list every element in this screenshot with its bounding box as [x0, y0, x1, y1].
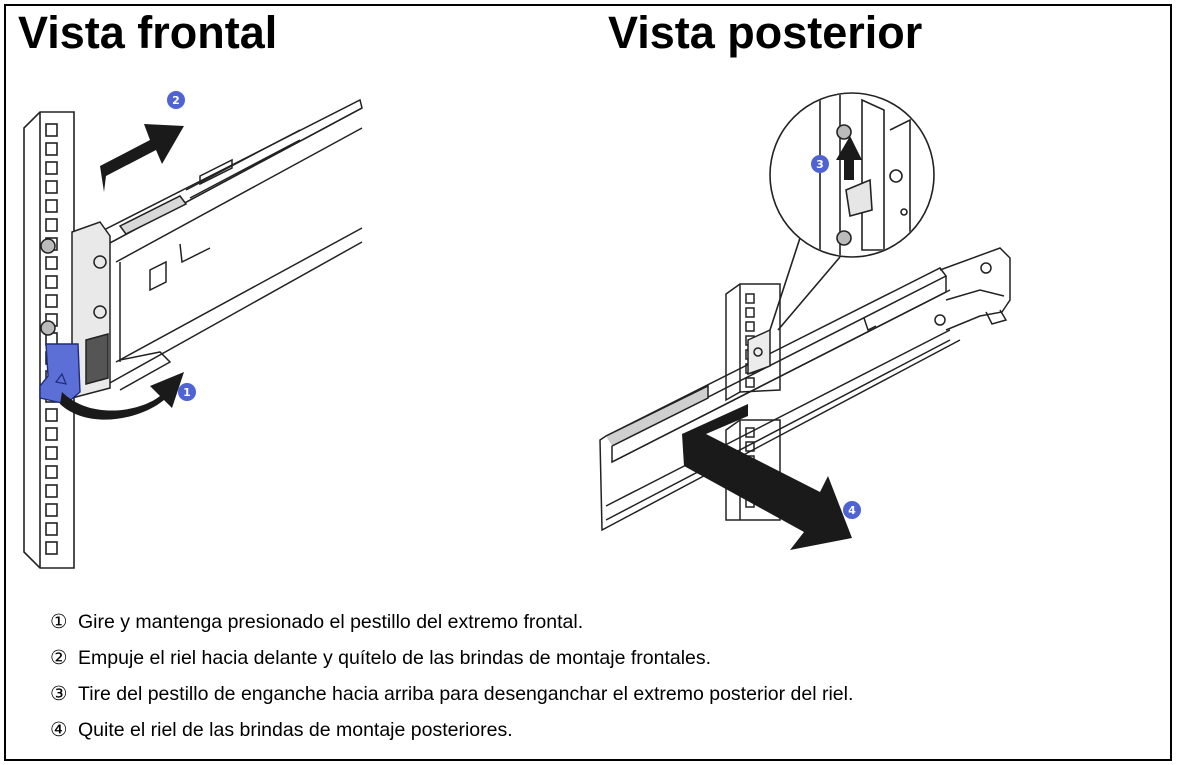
front-latch	[39, 343, 81, 405]
rack-hole	[45, 484, 58, 498]
callout-label-4: 4	[848, 504, 856, 517]
rack-hole	[45, 541, 58, 555]
rack-hole	[45, 427, 58, 441]
rack-hole	[45, 218, 58, 232]
rotate-arrow	[60, 372, 184, 420]
rack-hole	[745, 377, 755, 388]
push-arrow	[100, 124, 184, 192]
rack-hole	[745, 307, 755, 318]
rack-hole	[745, 293, 755, 304]
front-rail	[40, 98, 363, 399]
rear-rail	[599, 247, 1011, 532]
rack-hole	[45, 123, 58, 137]
remove-arrow	[682, 404, 852, 550]
rack-hole	[45, 408, 58, 422]
rack-hole	[745, 427, 755, 438]
instruction-step-3: ③ Tire del pestillo de enganche hacia arr…	[50, 676, 853, 712]
rack-hole	[45, 180, 58, 194]
step-text: Empuje el riel hacia delante y quítelo d…	[78, 647, 712, 669]
pull-up-arrow	[836, 136, 862, 180]
callout-label-1: 1	[183, 386, 191, 399]
callout-badge-1: 1	[178, 383, 196, 401]
rack-hole	[45, 465, 58, 479]
rack-hole	[45, 522, 58, 536]
callout-label-3: 3	[816, 158, 824, 171]
instruction-step-4: ④ Quite el riel de las brindas de montaje…	[50, 712, 853, 748]
rack-hole	[45, 256, 58, 270]
rack-hole	[45, 142, 58, 156]
rack-hole	[45, 199, 58, 213]
step-text: Gire y mantenga presionado el pestillo d…	[78, 611, 584, 633]
rack-hole	[45, 294, 58, 308]
callout-label-2: 2	[172, 94, 180, 107]
instruction-step-2: ② Empuje el riel hacia delante y quítelo …	[50, 640, 853, 676]
callout-badge-4: 4	[843, 501, 861, 519]
rack-hole	[45, 446, 58, 460]
step-number: ③	[50, 683, 68, 705]
rail-removal-illustration: 1 2 3 4	[23, 91, 1011, 569]
rack-hole	[45, 275, 58, 289]
rack-hole	[45, 503, 58, 517]
front-rack-post	[23, 111, 75, 569]
step-number: ④	[50, 719, 68, 741]
rack-hole	[45, 161, 58, 175]
rear-view-title: Vista posterior	[608, 7, 923, 58]
figure-frame	[4, 4, 1172, 761]
front-view-title: Vista frontal	[18, 7, 278, 58]
callout-badge-2: 2	[167, 91, 185, 109]
step-text: Tire del pestillo de enganche hacia arri…	[78, 683, 854, 705]
step-text: Quite el riel de las brindas de montaje …	[78, 719, 513, 741]
instruction-list: ① Gire y mantenga presionado el pestillo …	[50, 604, 853, 748]
callout-badge-3: 3	[811, 155, 829, 173]
step-number: ①	[50, 611, 68, 633]
rack-hole	[745, 321, 755, 332]
instruction-step-1: ① Gire y mantenga presionado el pestillo …	[50, 604, 853, 640]
step-number: ②	[50, 647, 68, 669]
